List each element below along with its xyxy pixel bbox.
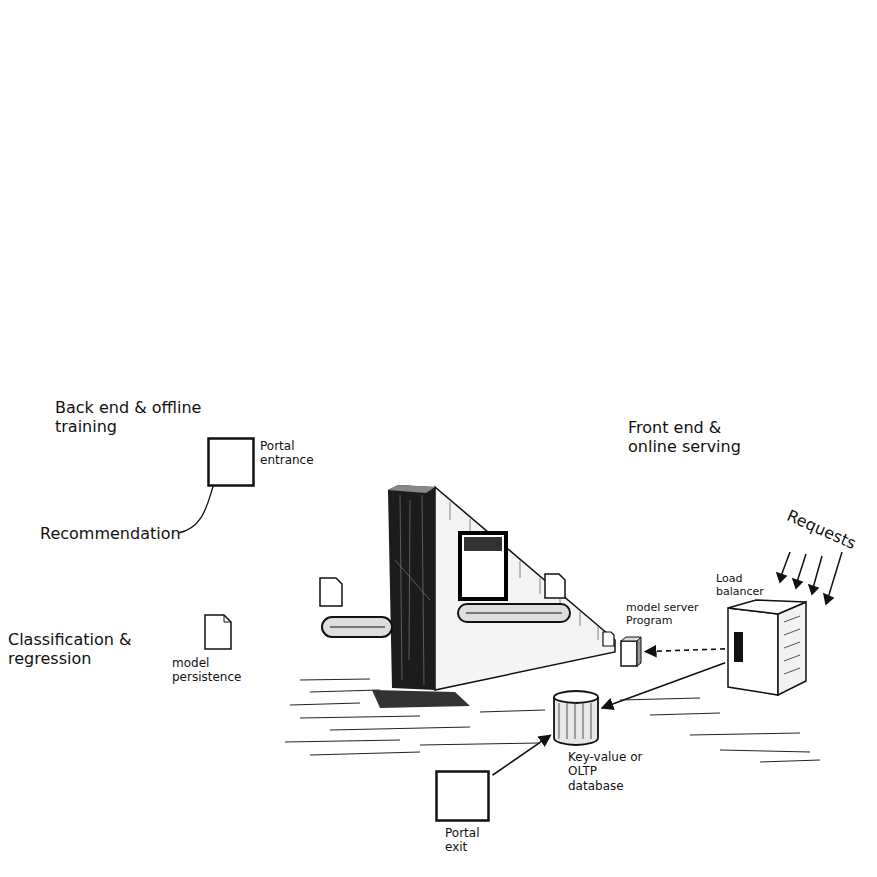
database-cylinder-outline — [553, 690, 599, 745]
shape-part — [591, 703, 592, 739]
database-cylinder: Key-value or OLTP database — [553, 690, 599, 745]
wall-shadow — [372, 690, 470, 708]
node-label: Portal exit — [445, 826, 505, 855]
shape-part — [784, 642, 800, 648]
shape-part — [778, 602, 806, 695]
requests-label: Requests — [784, 506, 859, 553]
wall-window — [460, 533, 506, 599]
belt-line — [466, 613, 562, 614]
wall-hatch — [450, 502, 598, 640]
portal-box-outline — [207, 437, 255, 487]
shape-part — [567, 703, 568, 739]
node-label: Portal entrance — [260, 439, 340, 468]
connector-arrow — [492, 735, 550, 775]
document-icon — [603, 632, 614, 646]
callout-label: Recommendation — [40, 524, 181, 543]
section-heading: Back end & offline training — [55, 398, 210, 436]
wall-slab — [388, 485, 435, 690]
section-heading: Front end & online serving — [628, 418, 768, 456]
conveyor-belt — [322, 617, 392, 637]
portal-box-outline — [435, 770, 490, 822]
connector-arrow — [602, 663, 725, 708]
shape-part — [728, 608, 778, 695]
portal-box: Portal entrance — [207, 437, 255, 487]
shape-part — [734, 632, 743, 662]
node-label: Key-value or OLTP database — [568, 750, 648, 793]
belt-line — [330, 627, 385, 628]
node-label: Load balancer — [716, 572, 786, 598]
load-balancer: Load balancer — [728, 600, 806, 695]
shape-part — [784, 668, 800, 674]
shape-part — [784, 616, 800, 622]
shape-part — [209, 439, 254, 486]
slab-texture — [395, 495, 430, 685]
window-shade — [464, 537, 502, 551]
node-label: model server Program — [626, 601, 716, 627]
wall-face — [435, 487, 615, 690]
section-label: Classification & regression — [8, 630, 168, 668]
slab-top — [388, 485, 435, 493]
document-icon — [545, 574, 565, 598]
connector-arrow — [645, 649, 725, 652]
portal-box: Portal exit — [435, 770, 490, 822]
server-icon-outline — [620, 637, 642, 667]
conveyor-belt — [458, 604, 570, 622]
ground-hatching — [285, 679, 820, 762]
shape-part — [224, 615, 231, 622]
load-balancer-outline — [728, 600, 806, 695]
shape-part — [437, 772, 489, 821]
shape-part — [784, 655, 800, 661]
document-icon — [320, 578, 342, 606]
shape-part — [205, 615, 231, 649]
shape-part — [575, 703, 576, 739]
wall — [320, 485, 615, 708]
document-icon-outline — [204, 614, 232, 650]
shape-part — [784, 629, 800, 635]
shape-part — [637, 637, 641, 666]
server-icon: model server Program — [620, 637, 642, 667]
shape-part — [728, 600, 806, 614]
shape-part — [583, 703, 584, 739]
request-arrows — [777, 552, 842, 604]
shape-part — [554, 691, 598, 703]
node-label: model persistence — [172, 656, 254, 685]
document-icon: model persistence — [204, 614, 232, 650]
shape-part — [554, 697, 598, 745]
shape-part — [621, 641, 637, 666]
shape-part — [559, 703, 560, 739]
